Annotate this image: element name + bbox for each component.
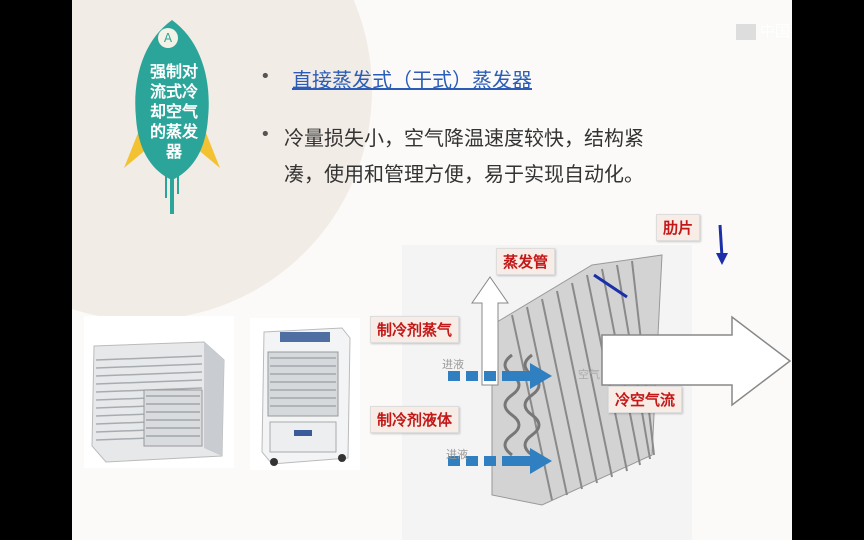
air-cooler-photo-2: [250, 318, 360, 470]
right-margin: [792, 0, 864, 540]
air-faint-label: 空气: [578, 368, 600, 381]
bullet-text-line2: 凑，使用和管理方便，易于实现自动化。: [284, 162, 644, 186]
watermark-text: 中国: [760, 22, 791, 40]
air-cooler-photo-1: [84, 316, 234, 468]
fin-label: 肋片: [656, 214, 701, 241]
section-title: 强制对流式冷却空气的蒸发器: [149, 62, 198, 161]
bullet-link[interactable]: 直接蒸发式（干式）蒸发器: [292, 68, 532, 92]
inlet-label-top: 进液: [442, 358, 464, 371]
rocket-graphic: [124, 20, 220, 214]
refrigerant-vapor-label: 制冷剂蒸气: [370, 316, 460, 343]
slide: A 强制对流式冷却空气的蒸发器 • 直接蒸发式（干式）蒸发器 • 冷量损失小，空…: [72, 0, 792, 540]
bullet-dot-icon: •: [260, 66, 271, 87]
refrigerant-liquid-label: 制冷剂液体: [370, 406, 460, 433]
cold-air-flow-label: 冷空气流: [608, 386, 683, 413]
inlet-label-bottom: 进液: [446, 448, 468, 461]
bullet-text-line1: 冷量损失小，空气降温速度较快，结构紧: [284, 126, 644, 150]
section-badge: A: [158, 28, 178, 48]
bullet-dot-icon: •: [260, 124, 271, 145]
evaporator-tube-label: 蒸发管: [496, 248, 556, 275]
watermark-icon: [736, 23, 756, 40]
watermark-logo: 中国: [736, 20, 790, 41]
